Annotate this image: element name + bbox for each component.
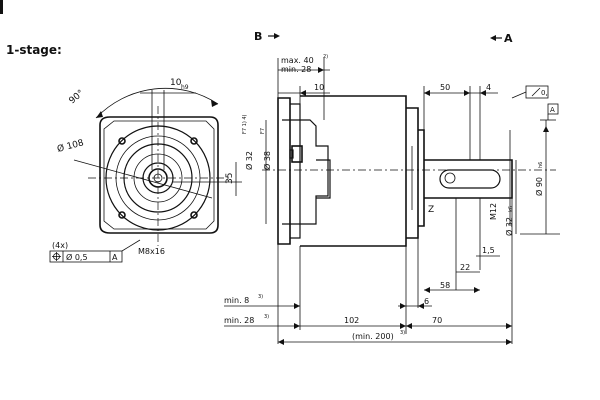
dia90-tol: h6 [538,162,544,168]
flat-tol-value: 0, [541,89,548,97]
dim-15-label: 1,5 [482,246,495,255]
min8-label: min. 8 [224,296,249,305]
key-height-label: 35 [225,173,235,184]
bore38-label: Ø 38 [262,151,272,170]
clamp-screw [291,145,303,163]
min28-note: 3) [264,314,269,320]
key-width-label: 10 [170,78,182,88]
m12-label: M12 [489,203,498,220]
dim-4-label: 4 [486,83,491,92]
output-pilot [418,129,425,227]
min200-note: 3) [400,330,405,336]
bore32-tol: F7 1) 4) [242,114,248,134]
view-a-marker [490,35,502,41]
tolerance-leader [121,239,141,252]
holes-count: (4x) [52,241,68,250]
arrow-right-icon [274,33,280,39]
angle-arrow-right [211,100,218,107]
min200-label: (min. 200) [352,332,394,341]
dim-10-label: 10 [314,83,324,92]
dim-6-label: 6 [424,297,429,306]
flat-ref-label: A [550,106,555,114]
dia90-label: Ø 90 [534,177,544,196]
dim-102-label: 102 [344,316,359,325]
tolerance-box [49,250,123,263]
view-b-label: B [254,30,262,43]
square-flange-outline [99,116,219,234]
dim-58-label: 58 [440,281,450,290]
arrow-left-icon [490,35,496,41]
key-width-tol: h9 [181,84,189,91]
clamp-hub [316,159,331,199]
shaft32-tol: k6 [508,206,514,212]
shaft32-label: Ø 32 [504,217,514,236]
dim-70-label: 70 [432,316,442,325]
flange-inner-outline [103,120,215,230]
mounting-hole-bl [118,211,126,219]
angle-label: 90° [68,88,87,106]
bore38-tol: F7 [260,128,266,134]
side-view [224,58,560,345]
dim-22-label: 22 [460,263,470,272]
thread-label: M8x16 [138,247,165,256]
bore32-label: Ø 32 [244,151,254,170]
min28-label: min. 28 [224,316,254,325]
mounting-hole-tl [118,137,126,145]
center-z-label: Z [428,205,434,215]
coupling-housing [300,95,407,247]
crop-mark [0,0,3,14]
bore-cutaway [282,119,329,225]
gearbox-flange [406,107,419,239]
angle-arc [95,87,219,119]
min8-note: 3) [258,294,263,300]
angle-arrow-left [96,111,103,118]
position-tolerance-frame [49,239,141,263]
pcd-label: Ø 108 [56,137,85,155]
dim-50-label: 50 [440,83,450,92]
position-tol-value: Ø 0,5 [66,252,88,262]
adapter-step [290,103,301,239]
flatness-icon [531,87,541,97]
view-a-label: A [504,32,513,45]
max-len-note: 2) [323,54,328,60]
datum-box [547,103,559,115]
position-ref: A [112,253,118,262]
stage-title: 1-stage: [6,43,62,57]
view-b-marker [268,33,280,39]
front-view [73,87,242,246]
min-len-label: min. 28 [281,65,311,74]
mounting-hole-tr [190,137,198,145]
mounting-hole-br [190,211,198,219]
max-len-label: max. 40 [281,56,314,65]
pcd-leader [73,159,213,199]
output-shaft [424,159,513,199]
center-thread [444,172,456,184]
